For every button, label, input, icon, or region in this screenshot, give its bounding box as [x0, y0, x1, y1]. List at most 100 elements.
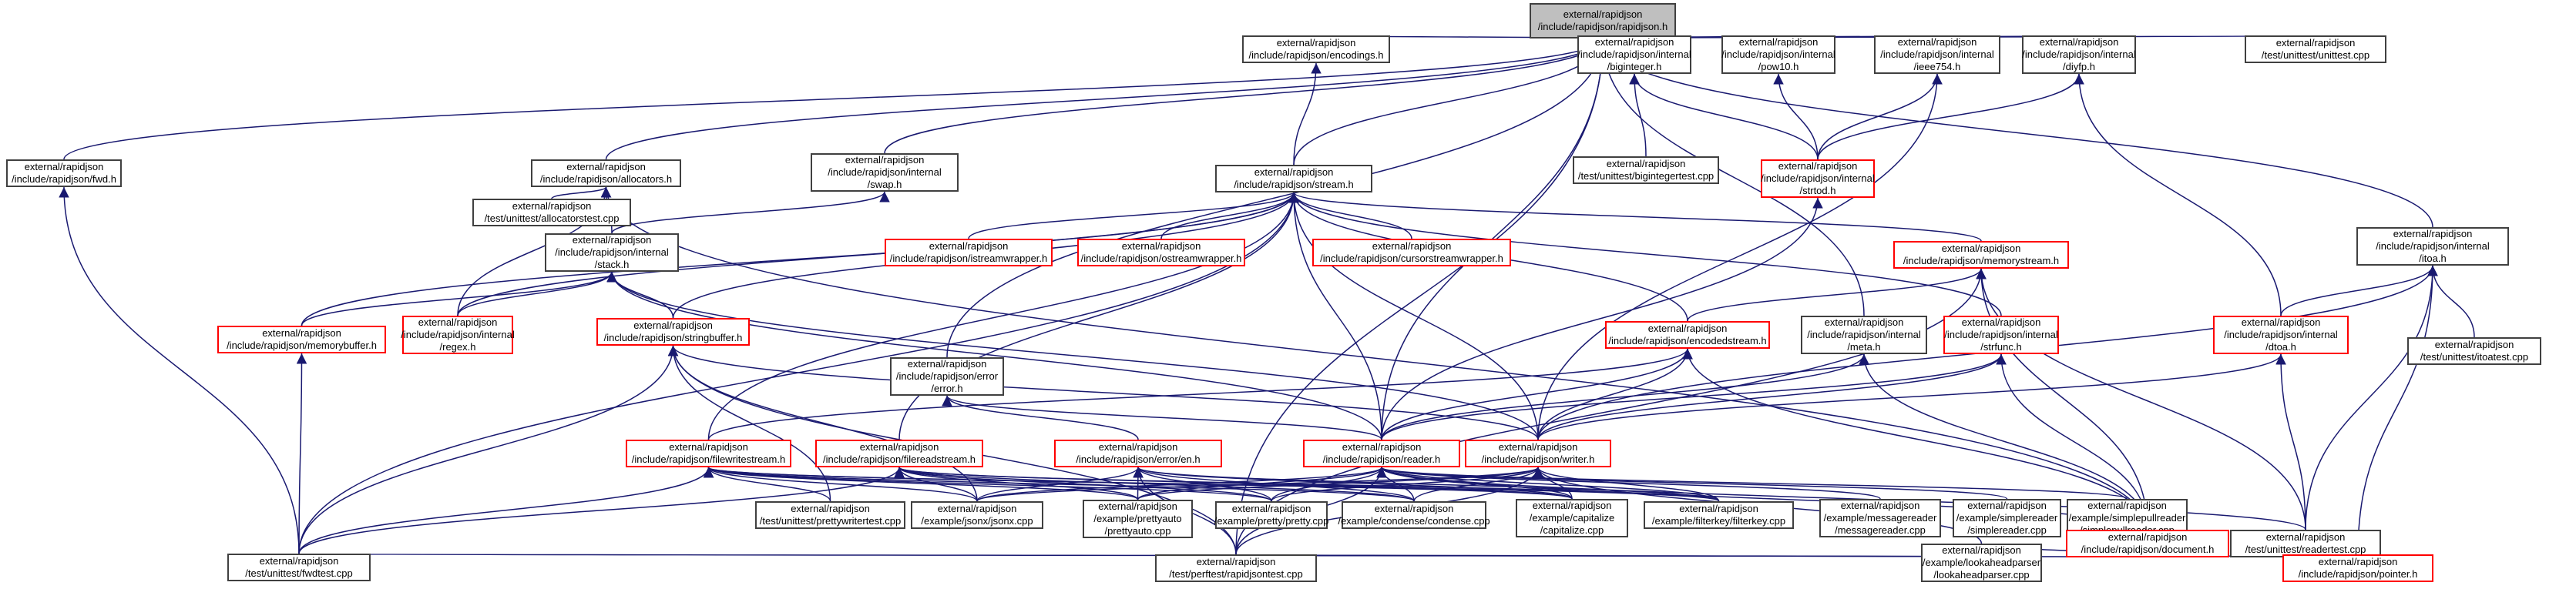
edge-reader_h-to-meta_h: [1381, 353, 1869, 440]
node-dtoa-h[interactable]: external/rapidjson/include/rapidjson/int…: [2213, 316, 2349, 354]
node-stringbuffer-h[interactable]: external/rapidjson/include/rapidjson/str…: [596, 318, 750, 346]
node-label-line: external/rapidjson: [1679, 503, 1758, 514]
node-biginteger-h[interactable]: external/rapidjson/include/rapidjson/int…: [1577, 35, 1691, 74]
node-regex-h[interactable]: external/rapidjson/include/rapidjson/int…: [401, 316, 515, 354]
node-bigintegertest-cpp[interactable]: external/rapidjson/test/unittest/biginte…: [1573, 156, 1719, 184]
node-filereadstream-h[interactable]: external/rapidjson/include/rapidjson/fil…: [815, 440, 983, 467]
node-encodings-h[interactable]: external/rapidjson/include/rapidjson/enc…: [1242, 35, 1390, 63]
node-label-line: /include/rapidjson/internal: [1944, 329, 2058, 340]
edge-pointer_h-to-itoa_h: [2357, 265, 2438, 555]
node-messagereader-cpp[interactable]: external/rapidjson/example/messagereader…: [1819, 499, 1941, 537]
node-encodedstream-h[interactable]: external/rapidjson/include/rapidjson/enc…: [1605, 321, 1770, 349]
edge-strtod_h-to-ieee754_h: [1817, 73, 1943, 160]
node-label-line: /include/rapidjson/ostreamwrapper.h: [1080, 253, 1242, 264]
node-label-line: /test/unittest/bigintegertest.cpp: [1577, 170, 1715, 182]
node-label-line: /include/rapidjson/document.h: [2081, 544, 2215, 555]
node-label-line: /include/rapidjson/allocators.h: [539, 173, 673, 185]
node-label-line: /include/rapidjson/error: [895, 370, 999, 382]
node-document-h[interactable]: external/rapidjson/include/rapidjson/doc…: [2066, 530, 2229, 557]
node-filewritestream-h[interactable]: external/rapidjson/include/rapidjson/fil…: [626, 440, 791, 467]
node-lookaheadparser-cpp[interactable]: external/rapidjson/example/lookaheadpars…: [1921, 544, 2042, 582]
node-label-line: /include/rapidjson/stream.h: [1234, 179, 1354, 190]
node-writer-h[interactable]: external/rapidjson/include/rapidjson/wri…: [1465, 440, 1611, 467]
node-stack-h[interactable]: external/rapidjson/include/rapidjson/int…: [545, 233, 679, 272]
node-allocatorstest-cpp[interactable]: external/rapidjson/test/unittest/allocat…: [472, 199, 631, 226]
node-label-line: external/rapidjson: [2039, 36, 2119, 48]
node-label-line: /example/condense/condense.cpp: [1338, 515, 1490, 527]
node-rapidjsontest-cpp[interactable]: external/rapidjson/test/perftest/rapidjs…: [1155, 554, 1317, 582]
node-filterkey-cpp[interactable]: external/rapidjson/example/filterkey/fil…: [1644, 501, 1794, 529]
node-unittest-cpp[interactable]: external/rapidjson/test/unittest/unittes…: [2245, 35, 2386, 63]
edge-error_h-to-root: [946, 38, 1608, 358]
node-label-line: /prettyauto.cpp: [1104, 525, 1171, 537]
node-label-line: /example/messagereader: [1823, 512, 1937, 524]
node-label-line: /include/rapidjson/internal: [2022, 49, 2136, 60]
node-reader-h[interactable]: external/rapidjson/include/rapidjson/rea…: [1303, 440, 1460, 467]
node-label-line: /dtoa.h: [2265, 341, 2296, 353]
node-itoa-h[interactable]: external/rapidjson/include/rapidjson/int…: [2356, 227, 2509, 266]
node-memorybuffer-h[interactable]: external/rapidjson/include/rapidjson/mem…: [217, 326, 386, 353]
node-label-line: external/rapidjson: [2434, 339, 2514, 350]
node-condense-cpp[interactable]: external/rapidjson/example/condense/cond…: [1338, 501, 1490, 529]
edge-pretty_cpp-to-filewritestream_h: [704, 467, 1272, 502]
node-strfunc-h[interactable]: external/rapidjson/include/rapidjson/int…: [1943, 316, 2059, 354]
node-label-line: /meta.h: [1847, 341, 1881, 353]
node-label-line: /error.h: [931, 383, 963, 394]
edge-readertest_cpp-to-itoa_h: [2305, 265, 2438, 530]
node-allocators-h[interactable]: external/rapidjson/include/rapidjson/all…: [531, 159, 681, 187]
node-itoatest-cpp[interactable]: external/rapidjson/test/unittest/itoates…: [2407, 337, 2541, 365]
edge-stringbuffer_h-to-stack_h: [606, 271, 674, 319]
node-cursorstreamwrapper-h[interactable]: external/rapidjson/include/rapidjson/cur…: [1312, 239, 1511, 266]
node-ieee754-h[interactable]: external/rapidjson/include/rapidjson/int…: [1874, 35, 2000, 74]
node-swap-h[interactable]: external/rapidjson/include/rapidjson/int…: [811, 153, 959, 192]
node-label-line: /example/jsonx/jsonx.cpp: [921, 515, 1033, 527]
node-label-line: /include/rapidjson/internal: [828, 166, 942, 178]
node-strtod-h[interactable]: external/rapidjson/include/rapidjson/int…: [1761, 159, 1875, 198]
edge-writer_h-to-stack_h: [606, 271, 1539, 440]
node-label-line: external/rapidjson: [1342, 441, 1422, 453]
node-label-line: /include/rapidjson/internal: [1577, 49, 1691, 60]
node-fwdtest-cpp[interactable]: external/rapidjson/test/unittest/fwdtest…: [227, 554, 371, 581]
edge-fwd_h-to-root: [63, 38, 1608, 160]
node-simplereader-cpp[interactable]: external/rapidjson/example/simplereader/…: [1953, 499, 2061, 537]
edge-jsonx_cpp-to-reader_h: [976, 467, 1387, 502]
node-prettyauto-cpp[interactable]: external/rapidjson/example/prettyauto/pr…: [1083, 500, 1193, 538]
node-pow10-h[interactable]: external/rapidjson/include/rapidjson/int…: [1721, 35, 1835, 74]
node-label-line: external/rapidjson: [1098, 500, 1177, 512]
node-readertest-cpp[interactable]: external/rapidjson/test/unittest/readert…: [2230, 530, 2381, 557]
node-label-line: external/rapidjson: [1778, 160, 1858, 172]
edge-prettyauto_cpp-to-filereadstream_h: [894, 467, 1139, 500]
node-label-line: /include/rapidjson/pointer.h: [2298, 568, 2418, 580]
edge-reader_h-to-stack_h: [606, 271, 1382, 440]
node-jsonx-cpp[interactable]: external/rapidjson/example/jsonx/jsonx.c…: [911, 501, 1043, 529]
node-label-line: external/rapidjson: [1738, 36, 1819, 48]
node-capitalize-cpp[interactable]: external/rapidjson/example/capitalize/ca…: [1516, 499, 1628, 537]
node-label-line: /ieee754.h: [1913, 61, 1961, 72]
node-label-line: /include/rapidjson/filereadstream.h: [823, 453, 976, 465]
node-label-line: external/rapidjson: [1824, 316, 1904, 328]
node-pretty-cpp[interactable]: external/rapidjson/example/pretty/pretty…: [1214, 501, 1328, 529]
edge-reader_h-to-encodedstream_h: [1381, 348, 1693, 440]
node-fwd-h[interactable]: external/rapidjson/include/rapidjson/fwd…: [6, 159, 122, 187]
node-error-h[interactable]: external/rapidjson/include/rapidjson/err…: [890, 357, 1004, 396]
node-label-line: /include/rapidjson/internal: [401, 329, 515, 340]
edge-itoa_h-to-root: [1597, 38, 2433, 228]
node-label-line: /biginteger.h: [1607, 61, 1662, 72]
node-label-line: external/rapidjson: [418, 316, 498, 328]
node-ostreamwrapper-h[interactable]: external/rapidjson/include/rapidjson/ost…: [1077, 239, 1245, 266]
node-stream-h[interactable]: external/rapidjson/include/rapidjson/str…: [1215, 165, 1372, 192]
node-prettywritertest-cpp[interactable]: external/rapidjson/test/unittest/prettyw…: [755, 501, 905, 529]
edge-pretty_cpp-to-error_en_h: [1133, 467, 1272, 502]
node-error-en-h[interactable]: external/rapidjson/include/rapidjson/err…: [1054, 440, 1222, 467]
node-label-line: external/rapidjson: [1967, 500, 2047, 511]
node-istreamwrapper-h[interactable]: external/rapidjson/include/rapidjson/ist…: [885, 239, 1053, 266]
node-label-line: /include/rapidjson/internal: [1721, 49, 1835, 60]
edge-filewritestream_h-to-encodedstream_h: [707, 348, 1693, 440]
node-pointer-h[interactable]: external/rapidjson/include/rapidjson/poi…: [2282, 554, 2433, 582]
node-diyfp-h[interactable]: external/rapidjson/include/rapidjson/int…: [2022, 35, 2136, 74]
node-memorystream-h[interactable]: external/rapidjson/include/rapidjson/mem…: [1893, 241, 2069, 269]
node-label-line: /example/simplepullreader: [2068, 512, 2186, 524]
node-label-line: external/rapidjson: [1374, 503, 1454, 514]
node-meta-h[interactable]: external/rapidjson/include/rapidjson/int…: [1801, 316, 1927, 354]
node-label-line: /include/rapidjson/istreamwrapper.h: [889, 253, 1048, 264]
